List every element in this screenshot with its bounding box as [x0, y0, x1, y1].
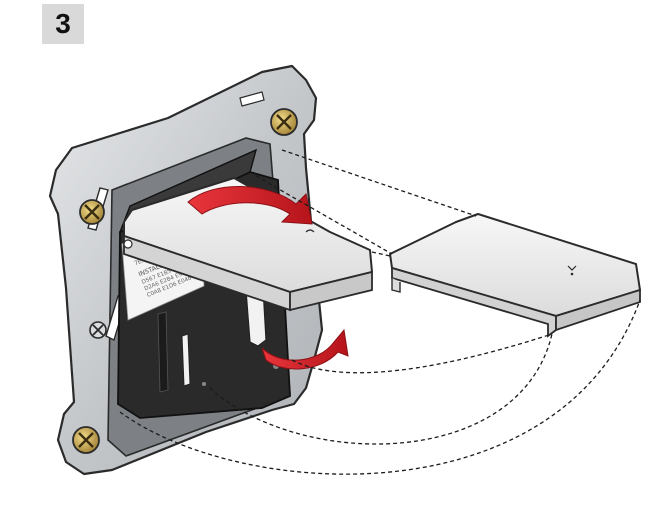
- curved-red-arrow-icon: [261, 328, 349, 370]
- phillips-screw-icon: [79, 199, 105, 225]
- curved-red-arrow-icon: [187, 186, 313, 225]
- phillips-screw-icon: [270, 108, 298, 136]
- dashed-guide-lines: [119, 149, 641, 475]
- phillips-screw-icon: [72, 426, 100, 454]
- phillips-screw-icon: [89, 321, 107, 339]
- rocker-cover-on-module: [123, 177, 373, 312]
- step-badge: 3: [42, 4, 84, 44]
- step-number: 3: [55, 8, 71, 39]
- detached-cover-plate: [389, 213, 641, 338]
